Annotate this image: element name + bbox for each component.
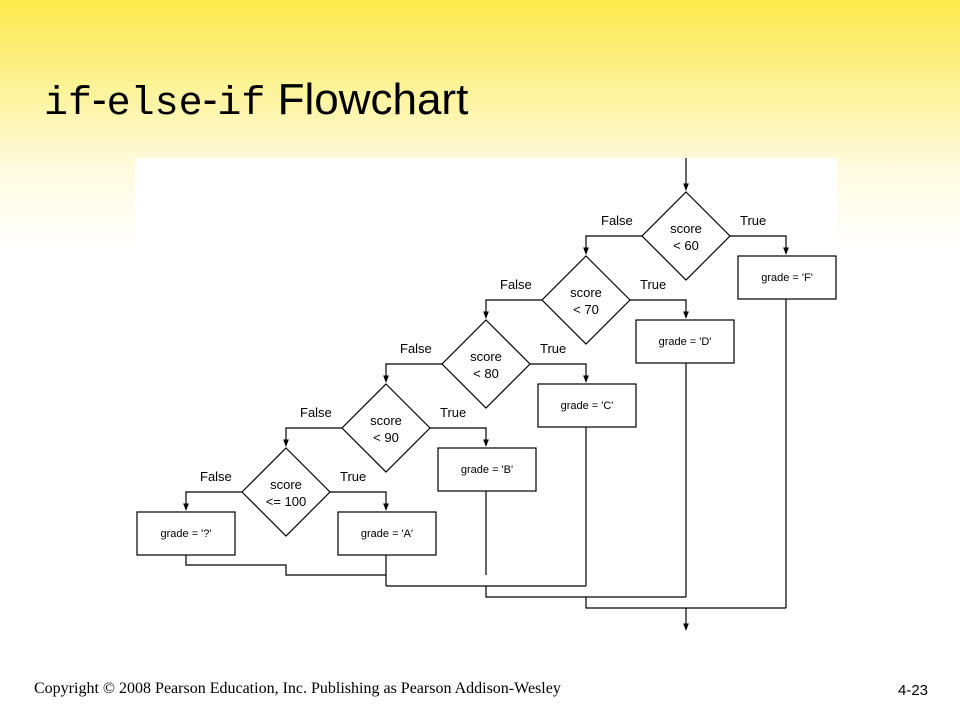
false-label-1: False <box>601 213 633 228</box>
true-connector-2 <box>630 299 689 319</box>
decision-diamond-2 <box>541 255 631 345</box>
page-number: 4-23 <box>898 682 929 699</box>
decision-3-line1: score <box>470 349 502 364</box>
decision-diamond-5 <box>241 447 331 537</box>
grade-d-label: grade = 'D' <box>659 336 712 348</box>
false-connector-2 <box>483 299 542 319</box>
false-connector-3 <box>383 363 442 383</box>
grade-d-box <box>635 319 735 364</box>
false-label-4: False <box>300 405 332 420</box>
false-connector-4 <box>283 427 342 447</box>
true-label-5: True <box>340 469 366 484</box>
false-label-5: False <box>200 469 232 484</box>
grade-f-label: grade = 'F' <box>761 272 813 284</box>
title-word-flowchart: Flowchart <box>265 75 469 124</box>
false-connector-1 <box>583 235 642 255</box>
grade-b-box <box>437 447 537 492</box>
true-label-1: True <box>740 213 766 228</box>
decision-2-line2: < 70 <box>573 302 599 317</box>
title-dash: - <box>92 75 107 124</box>
true-label-2: True <box>640 277 666 292</box>
decision-2-line1: score <box>570 285 602 300</box>
true-connector-4 <box>430 427 489 447</box>
title-dash: - <box>202 75 218 124</box>
slide-title: if-else-if Flowchart <box>44 70 468 135</box>
decision-5-line1: score <box>270 477 302 492</box>
decision-4-line2: < 90 <box>373 430 399 445</box>
decision-diamond-3 <box>441 319 531 409</box>
decision-4-line1: score <box>370 413 402 428</box>
grade-unknown-box <box>136 511 236 556</box>
false-connector-5 <box>183 491 242 511</box>
title-keyword-if: if <box>44 82 93 127</box>
grade-a-label: grade = 'A' <box>361 528 413 540</box>
grade-unknown-label: grade = '?' <box>161 528 212 540</box>
title-keyword-else: else <box>106 82 203 127</box>
grade-f-box <box>737 255 837 300</box>
grade-c-box <box>537 383 637 428</box>
decision-5-line2: <= 100 <box>266 494 307 509</box>
true-connector-3 <box>530 363 589 383</box>
footer-copyright: Copyright © 2008 Pearson Education, Inc.… <box>34 680 561 697</box>
true-connector-1 <box>730 235 789 255</box>
true-label-4: True <box>440 405 466 420</box>
merge-join-3 <box>585 597 786 609</box>
decision-1-line2: < 60 <box>673 238 699 253</box>
grade-a-box <box>337 511 437 556</box>
decision-3-line2: < 80 <box>473 366 499 381</box>
decision-diamond-1 <box>641 191 731 281</box>
decision-diamond-4 <box>341 383 431 473</box>
true-connector-5 <box>330 491 389 511</box>
false-label-2: False <box>500 277 532 292</box>
decision-1-line1: score <box>670 221 702 236</box>
false-label-3: False <box>400 341 432 356</box>
true-label-3: True <box>540 341 566 356</box>
merge-line-unknown <box>185 555 386 576</box>
title-keyword-if: if <box>217 82 266 127</box>
merge-join-2 <box>485 586 686 598</box>
grade-b-label: grade = 'B' <box>461 464 513 476</box>
grade-c-label: grade = 'C' <box>561 400 614 412</box>
